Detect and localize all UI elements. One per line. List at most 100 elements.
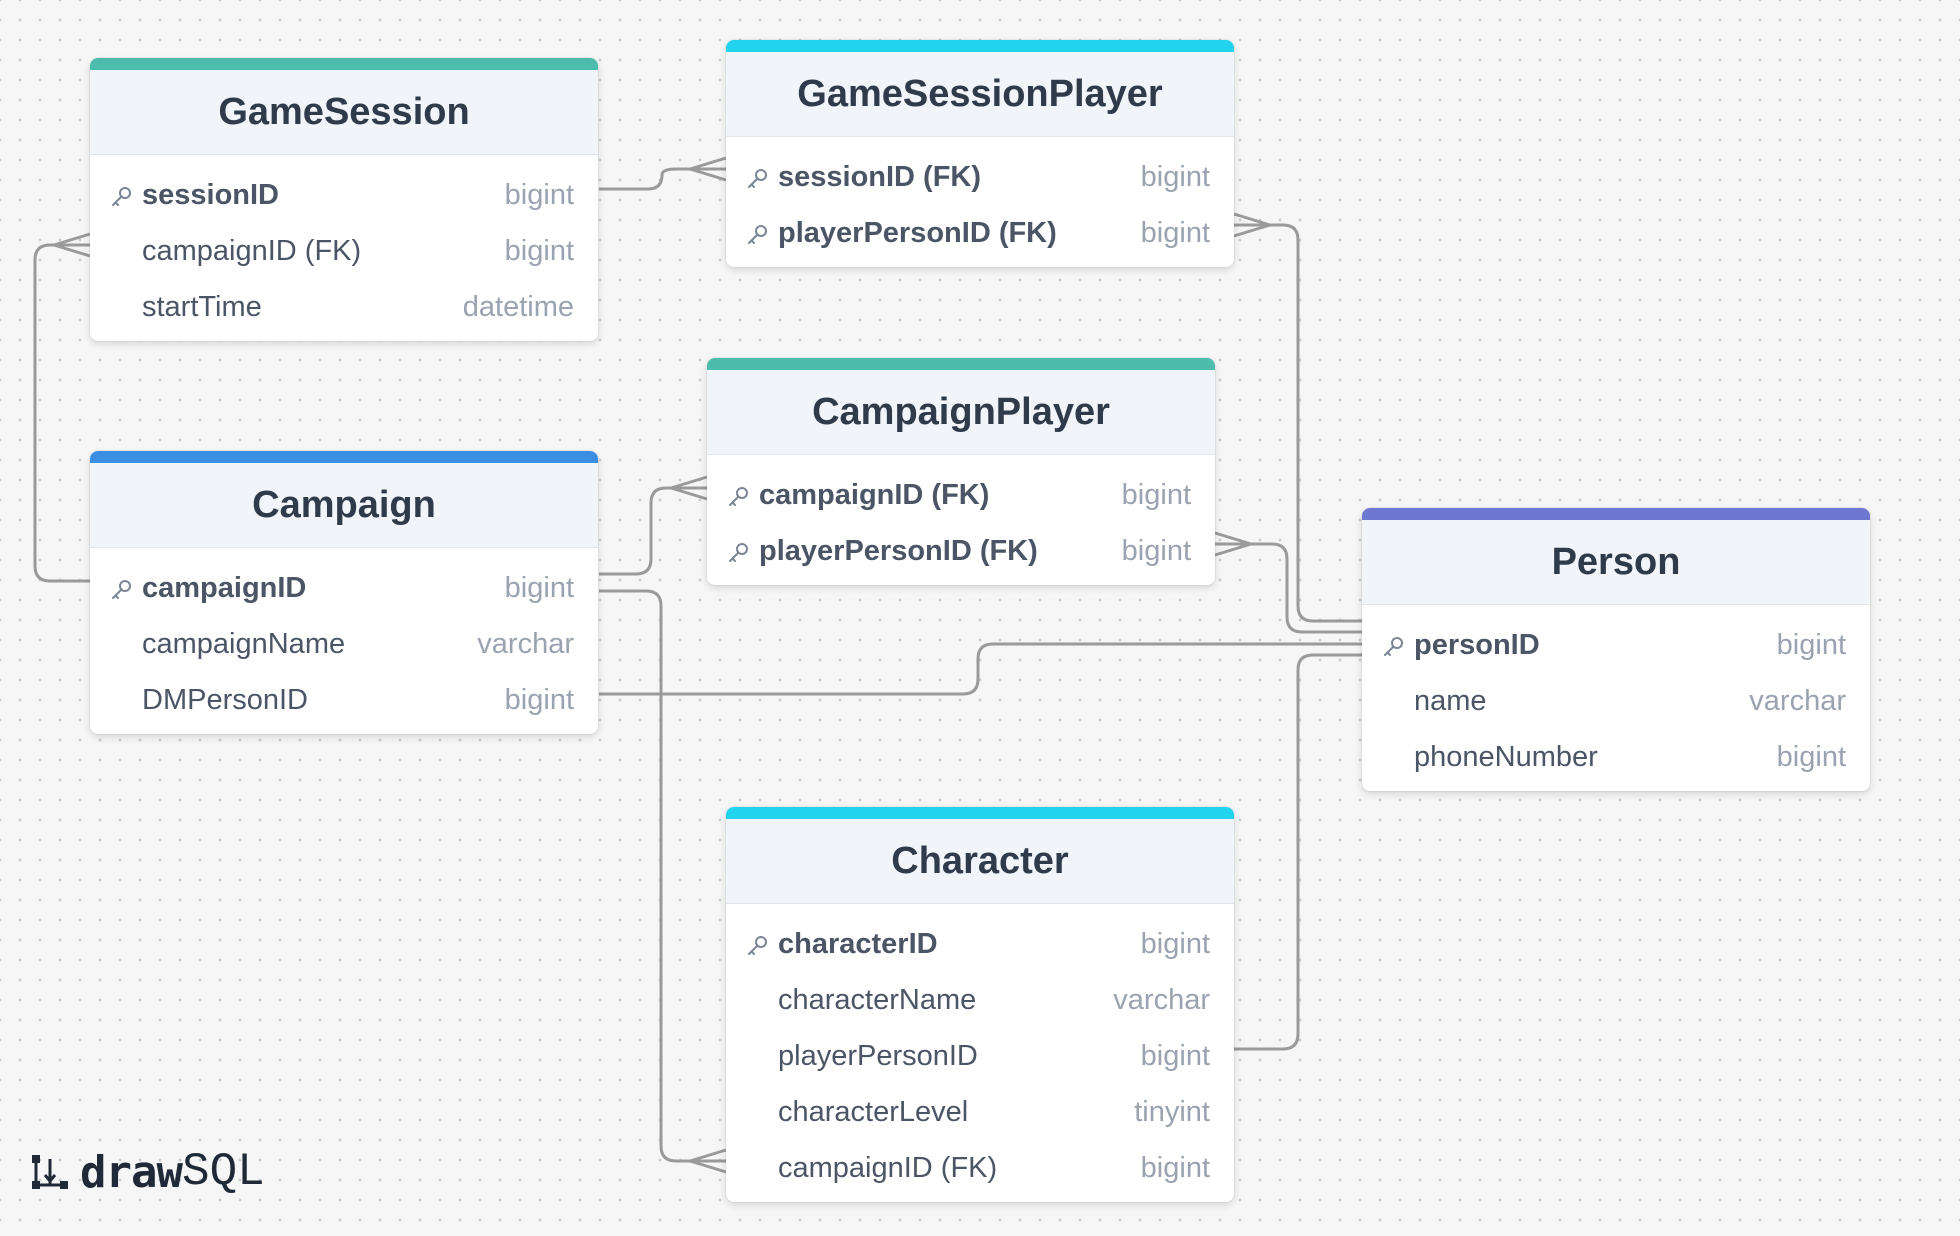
column-type: bigint — [1776, 740, 1846, 773]
crowfoot-gamesession-campaign — [52, 232, 91, 258]
column-type: bigint — [1140, 927, 1210, 960]
column-name: campaignID (FK) — [778, 1151, 998, 1184]
crowfoot-gamesessionplayer-person — [1233, 212, 1272, 238]
person-title[interactable]: Person — [1362, 520, 1870, 605]
drawsql-logo: draw SQL — [30, 1146, 265, 1198]
column-type: bigint — [504, 571, 574, 604]
column-name: DMPersonID — [142, 683, 308, 716]
crowfoot-campaignplayer-campaign — [669, 475, 708, 501]
column-name: personID — [1414, 628, 1540, 661]
column-type: bigint — [504, 683, 574, 716]
column-row[interactable]: sessionID (FK) bigint — [726, 149, 1234, 205]
logo-text-draw: draw — [80, 1146, 183, 1198]
crowfoot-campaignplayer-person — [1214, 531, 1253, 557]
link-campaign-gamesession — [33, 243, 90, 583]
key-icon — [110, 186, 132, 208]
column-name: campaignID (FK) — [142, 234, 362, 267]
column-row[interactable]: characterName varchar — [726, 972, 1234, 1028]
column-type: bigint — [1140, 160, 1210, 193]
column-row[interactable]: name varchar — [1362, 673, 1870, 729]
link-person-character — [1234, 653, 1362, 1051]
column-type: bigint — [504, 178, 574, 211]
column-name: campaignID (FK) — [759, 478, 990, 511]
column-row[interactable]: phoneNumber bigint — [1362, 729, 1870, 785]
column-row[interactable]: sessionID bigint — [90, 167, 598, 223]
person-accent-bar — [1362, 508, 1870, 520]
column-row[interactable]: characterID bigint — [726, 916, 1234, 972]
person-columns: personID bigint name varchar phoneNumber bigi… — [1362, 605, 1870, 791]
link-person-campaignplayer — [1215, 542, 1362, 634]
column-row[interactable]: characterLevel tinyint — [726, 1084, 1234, 1140]
column-type: bigint — [1121, 534, 1191, 567]
gamesession-title[interactable]: GameSession — [90, 70, 598, 155]
campaign-title[interactable]: Campaign — [90, 463, 598, 548]
column-row[interactable]: campaignID (FK) bigint — [726, 1140, 1234, 1196]
key-icon — [110, 579, 132, 601]
column-row[interactable]: campaignID bigint — [90, 560, 598, 616]
key-icon — [727, 486, 749, 508]
drawsql-logo-icon — [32, 1155, 68, 1189]
column-row[interactable]: DMPersonID bigint — [90, 672, 598, 728]
key-icon — [746, 935, 768, 957]
key-icon — [746, 168, 768, 190]
column-name: characterID — [778, 927, 938, 960]
column-name: playerPersonID (FK) — [759, 534, 1038, 567]
campaignplayer-title[interactable]: CampaignPlayer — [707, 370, 1215, 455]
link-campaign-character — [599, 589, 726, 1163]
gamesessionplayer-title[interactable]: GameSessionPlayer — [726, 52, 1234, 137]
column-name: characterName — [778, 983, 977, 1016]
column-name: name — [1414, 684, 1487, 717]
column-row[interactable]: playerPersonID (FK) bigint — [707, 523, 1215, 579]
character-columns: characterID bigint characterName varchar pla… — [726, 904, 1234, 1202]
column-type: bigint — [1121, 478, 1191, 511]
table-character[interactable]: Character characterID bigint characterName v… — [726, 807, 1234, 1202]
column-name: campaignID — [142, 571, 307, 604]
column-type: datetime — [462, 290, 574, 323]
column-row[interactable]: campaignID (FK) bigint — [707, 467, 1215, 523]
column-name: phoneNumber — [1414, 740, 1598, 773]
gamesession-columns: sessionID bigint campaignID (FK) bigint star… — [90, 155, 598, 341]
key-icon — [1382, 636, 1404, 658]
link-session-gamesessionplayer — [599, 167, 726, 191]
column-type: bigint — [1776, 628, 1846, 661]
link-person-gamesessionplayer — [1234, 223, 1362, 623]
column-name: startTime — [142, 290, 262, 323]
character-title[interactable]: Character — [726, 819, 1234, 904]
column-row[interactable]: campaignID (FK) bigint — [90, 223, 598, 279]
campaign-accent-bar — [90, 451, 598, 463]
column-type: bigint — [504, 234, 574, 267]
crowfoot-gamesessionplayer-session — [688, 156, 727, 182]
key-icon — [746, 224, 768, 246]
column-name: campaignName — [142, 627, 346, 660]
gamesessionplayer-accent-bar — [726, 40, 1234, 52]
table-person[interactable]: Person personID bigint name varchar phoneNumb… — [1362, 508, 1870, 791]
column-type: bigint — [1140, 216, 1210, 249]
column-name: sessionID (FK) — [778, 160, 982, 193]
column-type: varchar — [1749, 684, 1846, 717]
column-row[interactable]: playerPersonID bigint — [726, 1028, 1234, 1084]
column-row[interactable]: personID bigint — [1362, 617, 1870, 673]
column-row[interactable]: playerPersonID (FK) bigint — [726, 205, 1234, 261]
link-campaign-campaignplayer — [599, 486, 707, 576]
column-name: playerPersonID — [778, 1039, 978, 1072]
gamesessionplayer-columns: sessionID (FK) bigint playerPersonID (FK) b… — [726, 137, 1234, 267]
column-name: characterLevel — [778, 1095, 969, 1128]
character-accent-bar — [726, 807, 1234, 819]
column-name: playerPersonID (FK) — [778, 216, 1057, 249]
column-row[interactable]: startTime datetime — [90, 279, 598, 335]
campaignplayer-accent-bar — [707, 358, 1215, 370]
column-type: bigint — [1140, 1151, 1210, 1184]
gamesession-accent-bar — [90, 58, 598, 70]
column-type: tinyint — [1134, 1095, 1210, 1128]
column-type: bigint — [1140, 1039, 1210, 1072]
column-type: varchar — [1113, 983, 1210, 1016]
column-name: sessionID — [142, 178, 279, 211]
crowfoot-character-campaign — [688, 1148, 727, 1174]
